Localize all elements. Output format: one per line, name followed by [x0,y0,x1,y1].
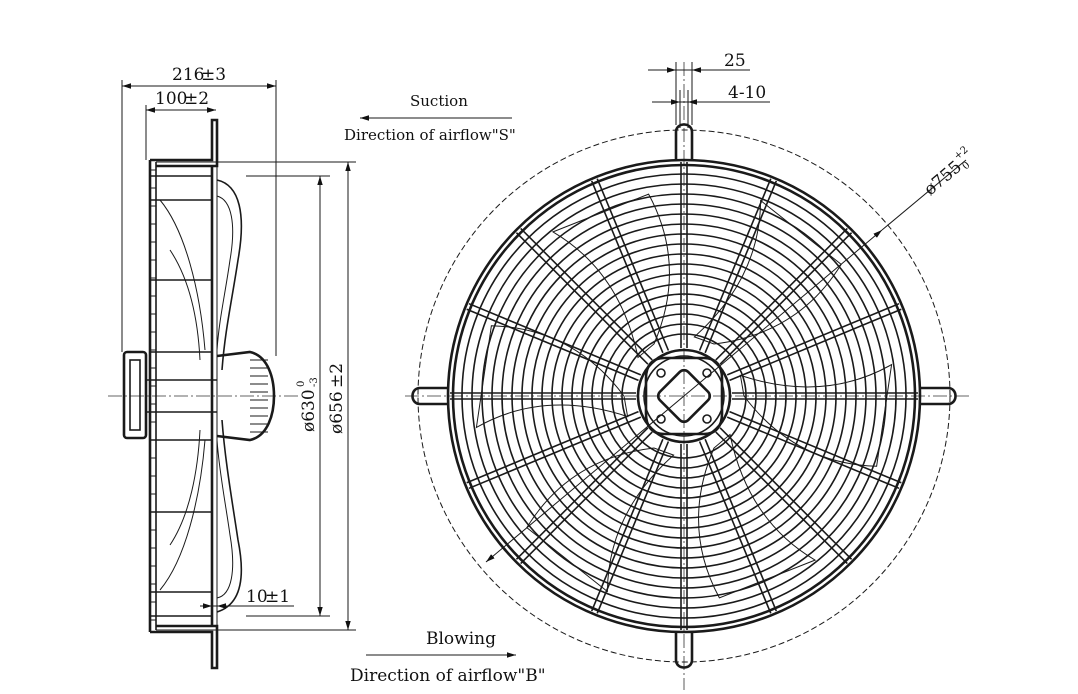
guard-wires [150,169,212,621]
motor-fins [250,359,268,433]
mounting-circle [417,129,951,663]
dim-blade-dia-prefix: ø630 [299,389,319,432]
mount-foot-bottom [674,632,694,669]
blade-profile-upper-inner [216,195,234,351]
blade-profile-lower-inner [216,439,234,599]
guard-ring [481,193,887,599]
bolt-hole-3 [656,414,666,424]
dim-flange-tol: ±1 [265,587,290,607]
dim-slot-label: 4-10 [728,83,766,103]
bolt-hole-4 [702,414,712,424]
blade-edge-c [169,249,201,361]
bolt-hole-1 [656,368,666,378]
guard-ring [461,173,907,619]
suction-direction-label: Direction of airflow"S" [344,126,516,144]
guard-outer-ring [446,158,922,634]
guard-bottom-bar [150,624,219,670]
mount-foot-top [674,123,694,160]
dim-guard-depth-tol: ±2 [184,89,209,109]
blade-edge-a [159,199,206,351]
blade-profile-upper [216,179,243,371]
dim-mount-dia-prefix: ø755 [920,157,966,200]
blowing-direction-label: Direction of airflow"B" [350,666,546,686]
dim-foot-width-label: 25 [724,51,746,71]
leader-755 [881,159,967,231]
dim-blade-dia-tol-lower: -3 [309,377,320,387]
dim-ring-dia-tol: ±2 [327,363,347,388]
front-view: 25 4-10 ø755 +2 0 [405,51,972,690]
dim-ring-dia-prefix: ø656 [327,391,347,434]
airflow-blowing: Blowing Direction of airflow"B" [350,629,546,686]
airflow-suction: Suction Direction of airflow"S" [344,92,516,144]
dim-overall-depth-tol: ±3 [201,65,226,85]
dim-blade-dia-tol-upper: 0 [296,381,307,387]
blade-profile-lower [216,419,243,613]
dim-mount-dia-tol-lower: 0 [960,160,972,173]
dim-line-755 [485,229,883,563]
dim-flange-value: 10 [246,587,268,607]
dim-overall-depth-value: 216 [172,65,204,85]
guard-ring [471,183,897,609]
blade-edge-b [159,439,206,591]
dim-guard-depth-value: 100 [155,89,187,109]
mount-foot-right [920,386,957,406]
suction-label: Suction [410,92,468,110]
blowing-label: Blowing [426,629,496,649]
motor-body [216,350,276,442]
motor-terminal-box [122,350,148,440]
mount-foot-left [411,386,448,406]
guard-outer-ring-inner [451,163,917,629]
terminal-box-inner [129,359,141,431]
blade-edge-d [169,429,201,546]
side-view: 216 ±3 100 ±2 10 ±1 ø630 0 -3 ø656 ±2 [108,65,356,670]
guard-top-bar [150,118,219,168]
bolt-hole-2 [702,368,712,378]
